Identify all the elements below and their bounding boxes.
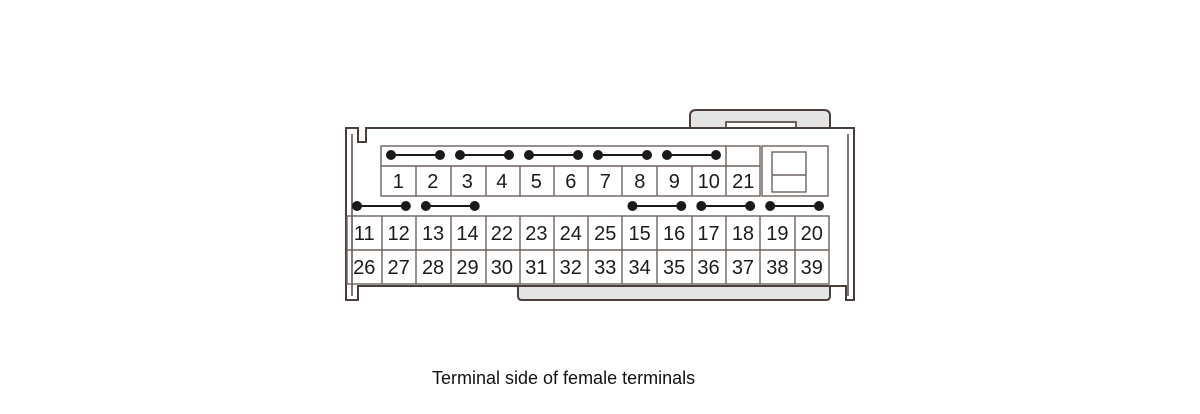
bar-dot: [524, 150, 534, 160]
shorting-bar-7-8: [593, 150, 652, 160]
pin-11: 11: [354, 223, 375, 245]
bar-dot: [504, 150, 514, 160]
pin-10: 10: [698, 171, 720, 193]
pin-29: 29: [456, 257, 478, 279]
pin-2: 2: [427, 171, 438, 193]
pin-34: 34: [629, 257, 651, 279]
pin-27: 27: [388, 257, 410, 279]
pin-3: 3: [462, 171, 473, 193]
bar-dot: [662, 150, 672, 160]
pin-32: 32: [560, 257, 582, 279]
pin-17: 17: [697, 223, 719, 245]
bar-dot: [573, 150, 583, 160]
pin-5: 5: [531, 171, 542, 193]
pin-8: 8: [634, 171, 645, 193]
pin-22: 22: [491, 223, 513, 245]
pin-12: 12: [388, 223, 410, 245]
bar-dot: [676, 201, 687, 211]
bar-dot: [420, 201, 431, 211]
pin-30: 30: [491, 257, 513, 279]
bar-dot: [745, 201, 756, 211]
bottom-key: [517, 285, 831, 301]
bar-dot: [386, 150, 396, 160]
shorting-bar-13-14: [420, 201, 480, 211]
pin-20: 20: [801, 223, 823, 245]
bar-dot: [455, 150, 465, 160]
shorting-bar-9-10: [662, 150, 721, 160]
bar-dot: [400, 201, 411, 211]
pin-38: 38: [766, 257, 788, 279]
bar-dot: [435, 150, 445, 160]
pin-16: 16: [663, 223, 685, 245]
bar-dot: [696, 201, 707, 211]
pin-31: 31: [525, 257, 547, 279]
pin-37: 37: [732, 257, 754, 279]
shorting-bar-19-20: [765, 201, 825, 211]
pin-15: 15: [629, 223, 651, 245]
pin-36: 36: [697, 257, 719, 279]
pin-6: 6: [565, 171, 576, 193]
bar-dot: [711, 150, 721, 160]
shorting-bar-5-6: [524, 150, 583, 160]
bar-dot: [765, 201, 776, 211]
pin-21: 21: [732, 171, 754, 193]
pin-25: 25: [594, 223, 616, 245]
pin-26: 26: [353, 257, 375, 279]
pin-19: 19: [766, 223, 788, 245]
connector-housing: [345, 127, 855, 301]
pin-23: 23: [525, 223, 547, 245]
shorting-bar-11-12: [352, 201, 411, 211]
shorting-bar-3-4: [455, 150, 514, 160]
cavity-grid: [346, 145, 830, 285]
pin-1: 1: [393, 171, 404, 193]
bar-dot: [627, 201, 638, 211]
bar-dot: [352, 201, 362, 211]
pin-35: 35: [663, 257, 685, 279]
pin-18: 18: [732, 223, 754, 245]
pin-7: 7: [600, 171, 611, 193]
shorting-bar-15-16: [627, 201, 687, 211]
diagram-caption: Terminal side of female terminals: [432, 368, 696, 388]
bar-dot: [469, 201, 480, 211]
pin-39: 39: [801, 257, 823, 279]
shorting-bars: [352, 150, 825, 211]
bar-dot: [642, 150, 652, 160]
pin-24: 24: [560, 223, 582, 245]
bar-dot: [814, 201, 825, 211]
pin-4: 4: [496, 171, 507, 193]
shorting-bar-17-18: [696, 201, 756, 211]
bar-dot: [593, 150, 603, 160]
pin-13: 13: [422, 223, 444, 245]
shorting-bar-1-2: [386, 150, 445, 160]
pin-28: 28: [422, 257, 444, 279]
pin-9: 9: [669, 171, 680, 193]
pin-33: 33: [594, 257, 616, 279]
pin-14: 14: [456, 223, 478, 245]
